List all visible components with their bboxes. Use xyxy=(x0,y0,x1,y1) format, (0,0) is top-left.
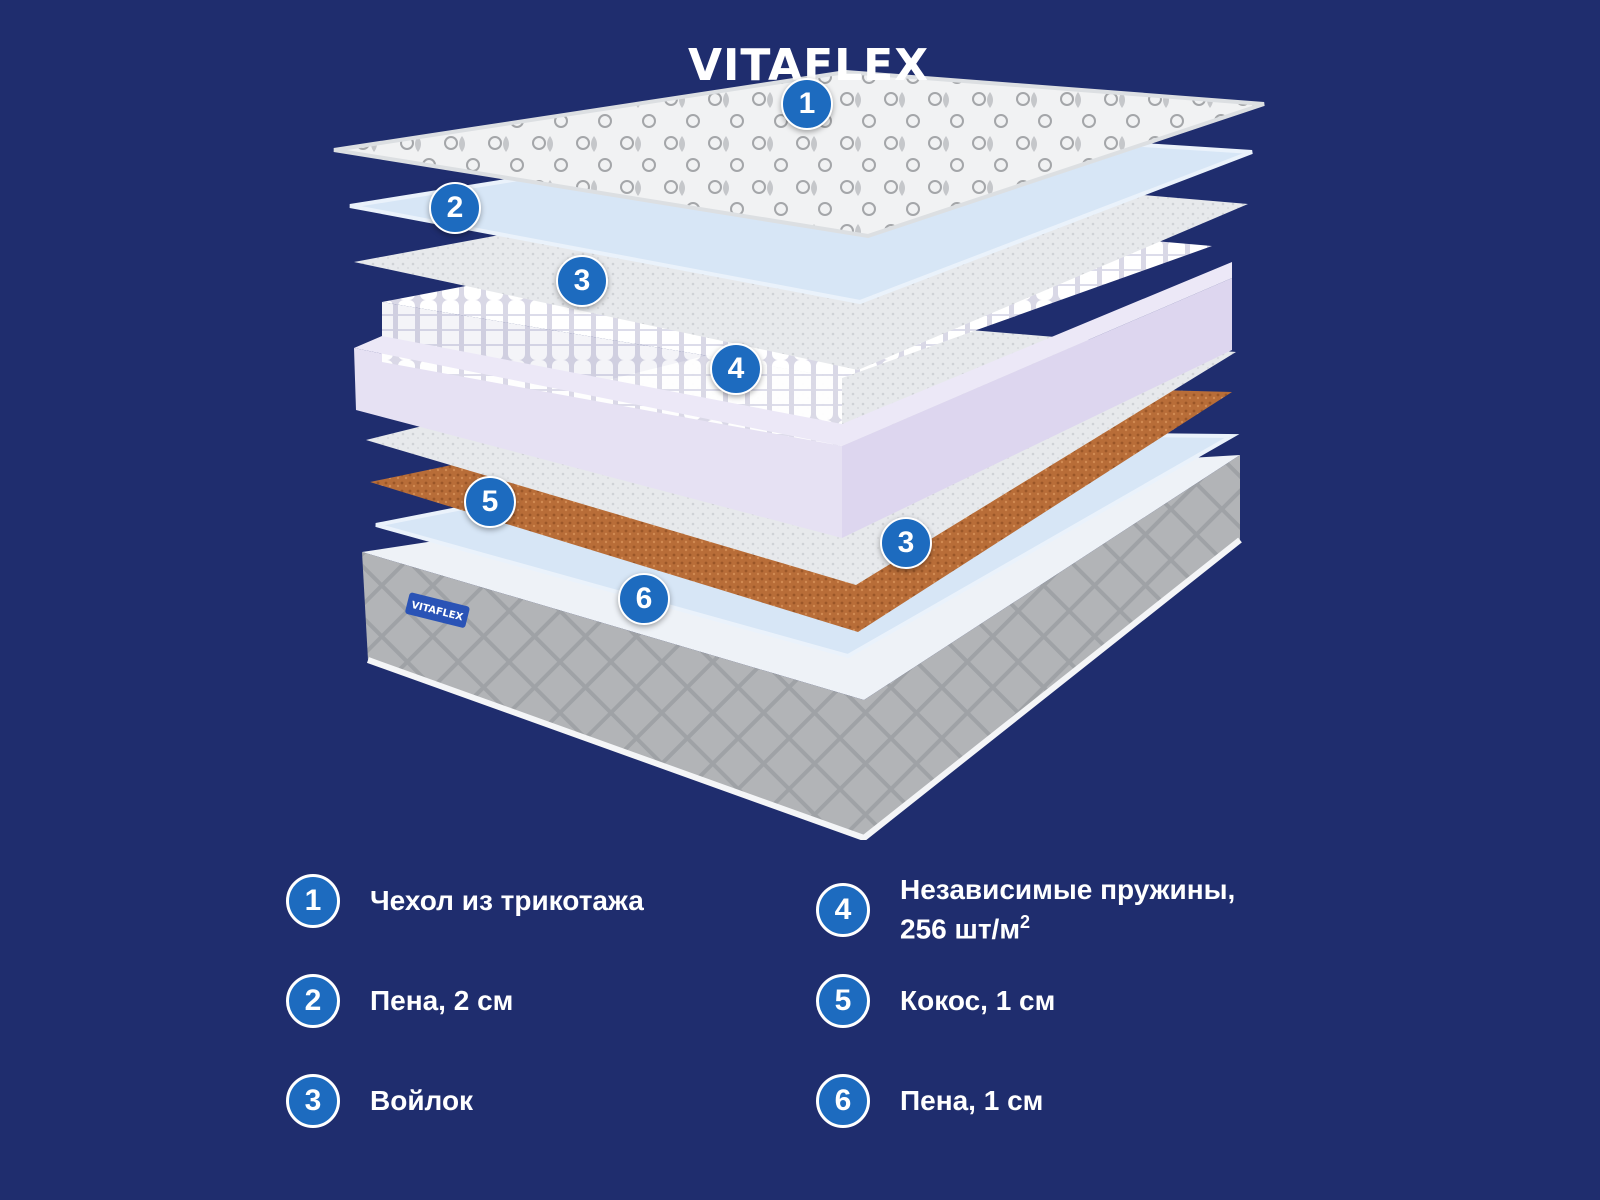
legend-item-3: 3 Войлок xyxy=(286,1074,473,1128)
legend-text-6: Пена, 1 см xyxy=(900,1085,1044,1116)
spring-frame-front xyxy=(354,348,842,538)
legend-text-4-line1: Независимые пружины, xyxy=(900,874,1236,905)
mattress-illustration: VITAFLEX xyxy=(333,69,1265,840)
legend-text-4-superscript: 2 xyxy=(1020,912,1031,932)
legend-number-4: 4 xyxy=(816,882,870,937)
spring-frame-right xyxy=(842,278,1232,538)
legend-item-4: 4 Независимые пружины, 256 шт/м2 xyxy=(816,874,1235,945)
knitted-cover xyxy=(333,69,1265,239)
legend-item-2: 2 Пена, 2 см xyxy=(286,974,513,1028)
layer-marker-4: 4 xyxy=(710,343,762,395)
legend-item-1: 1 Чехол из трикотажа xyxy=(286,874,644,928)
base-front-side xyxy=(362,552,864,838)
legend-text-4: Независимые пружины, 256 шт/м2 xyxy=(900,874,1235,945)
layer-marker-5: 5 xyxy=(464,476,516,528)
legend-text-4-line2: 256 шт/м2 xyxy=(900,906,1235,945)
legend-text-2: Пена, 2 см xyxy=(370,985,514,1016)
layer-marker-3-upper: 3 xyxy=(556,255,608,307)
legend-text-3: Войлок xyxy=(370,1085,474,1116)
layer-marker-2: 2 xyxy=(429,182,481,234)
legend-text-1: Чехол из трикотажа xyxy=(370,885,644,916)
legend-number-1: 1 xyxy=(286,874,340,928)
vitaflex-label: VITAFLEX xyxy=(405,592,470,628)
layer-marker-6: 6 xyxy=(618,573,670,625)
layer-marker-3-lower: 3 xyxy=(880,517,932,569)
legend-text-5: Кокос, 1 см xyxy=(900,985,1056,1016)
layer-marker-1: 1 xyxy=(781,78,833,130)
legend-number-3: 3 xyxy=(286,1074,340,1128)
legend-item-5: 5 Кокос, 1 см xyxy=(816,974,1055,1028)
legend-text-4-value: 256 шт/м xyxy=(900,913,1021,945)
legend-number-6: 6 xyxy=(816,1074,870,1128)
legend-number-5: 5 xyxy=(816,974,870,1028)
base-right-side xyxy=(864,455,1240,838)
legend-number-2: 2 xyxy=(286,974,340,1028)
legend-item-6: 6 Пена, 1 см xyxy=(816,1074,1043,1128)
